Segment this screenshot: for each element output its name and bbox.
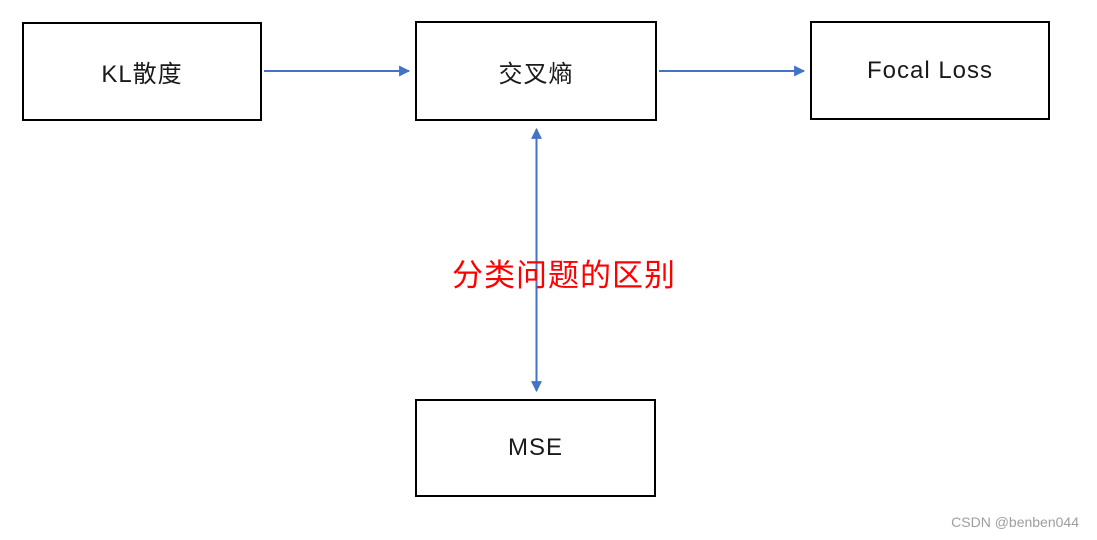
watermark-text: CSDN @benben044 (951, 514, 1079, 530)
node-mse-label: MSE (507, 434, 563, 461)
node-focal-loss: Focal Loss (810, 21, 1050, 120)
annotation-classification-difference: 分类问题的区别 (452, 258, 676, 293)
node-cross-entropy: 交叉熵 (415, 21, 657, 121)
node-kl-divergence-label: KL散度 (101, 61, 183, 88)
node-mse: MSE (415, 399, 656, 497)
node-kl-divergence: KL散度 (22, 22, 262, 121)
node-focal-loss-label: Focal Loss (866, 56, 994, 84)
node-cross-entropy-label: 交叉熵 (498, 60, 574, 88)
